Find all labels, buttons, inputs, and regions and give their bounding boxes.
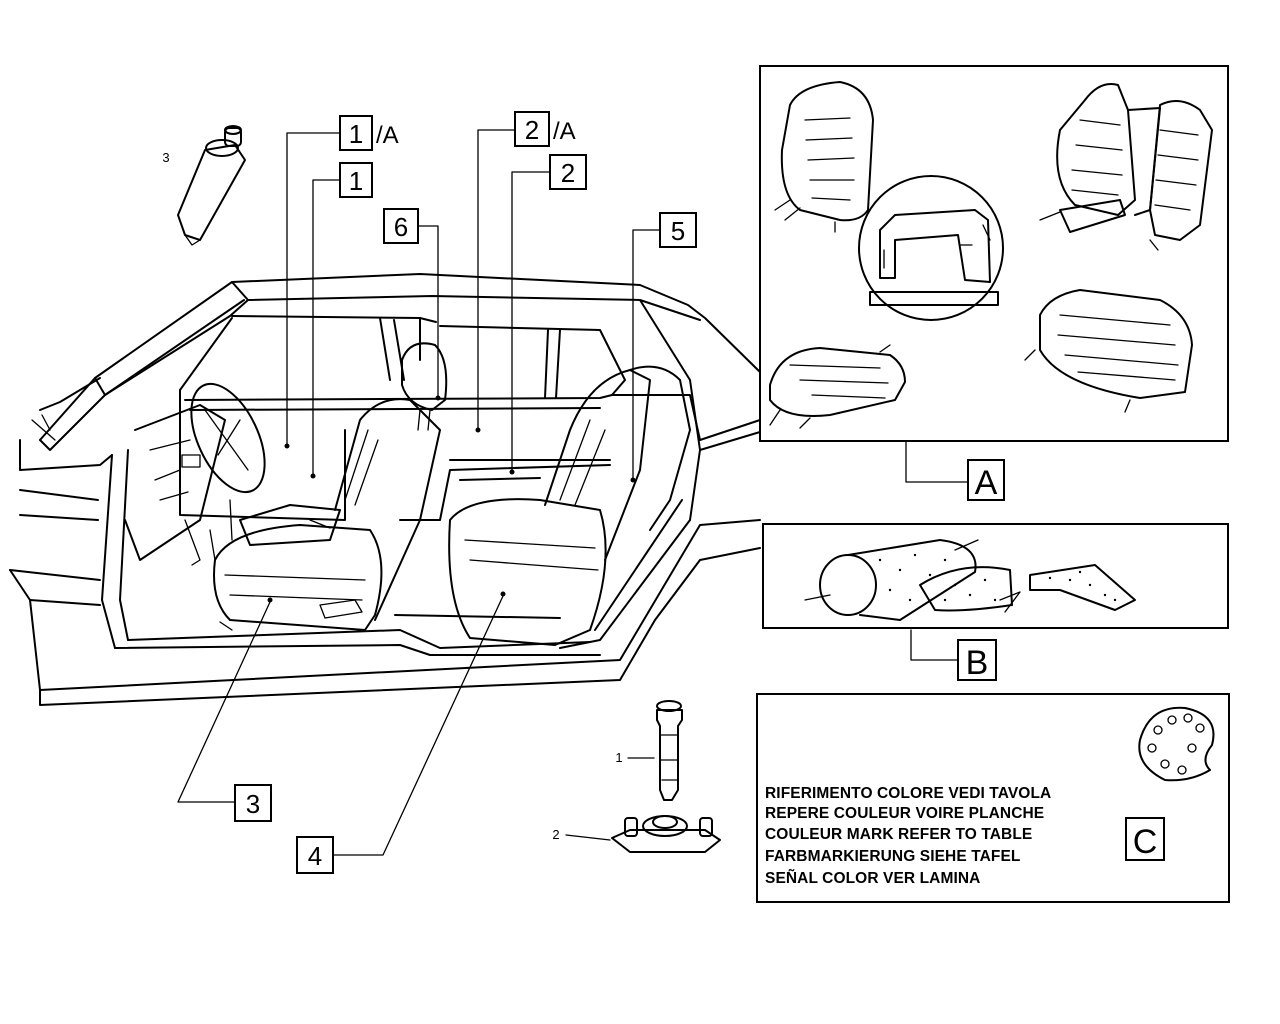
panel-c-color-reference: RIFERIMENTO COLORE VEDI TAVOLA REPERE CO… xyxy=(756,693,1230,903)
color-reference-line-german: FARBMARKIERUNG SIEHE TAFEL xyxy=(765,848,1020,865)
panel-b-letter: B xyxy=(966,644,989,682)
callout-5-number: 5 xyxy=(671,216,685,246)
callout-4: 4 xyxy=(296,836,334,874)
panel-a-label: A xyxy=(967,459,1005,502)
callout-6-number: 6 xyxy=(394,212,408,242)
callout-1: 1 xyxy=(339,162,373,198)
callout-5: 5 xyxy=(659,212,697,248)
color-reference-line-english: COULEUR MARK REFER TO TABLE xyxy=(765,826,1032,843)
callout-3: 3 xyxy=(234,784,272,822)
callout-2a: 2 /A xyxy=(514,111,576,147)
callout-2-number: 2 xyxy=(561,158,575,188)
callout-2a-number: 2 xyxy=(525,115,539,145)
panel-a-seat-upholstery xyxy=(759,65,1229,442)
panel-b-padding-material xyxy=(762,523,1229,629)
mount-number: 2 xyxy=(552,827,559,842)
callout-3-number: 3 xyxy=(246,789,260,819)
callout-1a-number: 1 xyxy=(349,119,363,149)
aerosol-number: 3 xyxy=(162,150,169,165)
color-reference-line-spanish: SEÑAL COLOR VER LAMINA xyxy=(765,869,980,887)
callout-2: 2 xyxy=(549,154,587,190)
callout-6: 6 xyxy=(383,208,419,244)
mount-illustration xyxy=(565,815,721,853)
callout-4-number: 4 xyxy=(308,841,322,871)
callout-1-number: 1 xyxy=(349,166,363,196)
callout-dots xyxy=(267,395,636,603)
bolt-illustration xyxy=(627,700,683,801)
color-reference-line-french: REPERE COULEUR VOIRE PLANCHE xyxy=(765,805,1044,822)
callout-1a: 1 /A xyxy=(339,115,399,151)
panel-c-label: C xyxy=(1125,817,1165,861)
aerosol-can-illustration xyxy=(177,125,246,246)
color-reference-line-italian: RIFERIMENTO COLORE VEDI TAVOLA xyxy=(765,785,1051,802)
panel-c-letter: C xyxy=(1133,823,1158,861)
panel-b-label: B xyxy=(957,639,997,682)
callout-1a-suffix: /A xyxy=(376,122,399,149)
callout-leaders xyxy=(177,129,1127,889)
car-body-illustration xyxy=(9,273,761,706)
panel-a-letter: A xyxy=(975,464,998,502)
bolt-number: 1 xyxy=(615,750,622,765)
callout-2a-suffix: /A xyxy=(553,118,576,145)
